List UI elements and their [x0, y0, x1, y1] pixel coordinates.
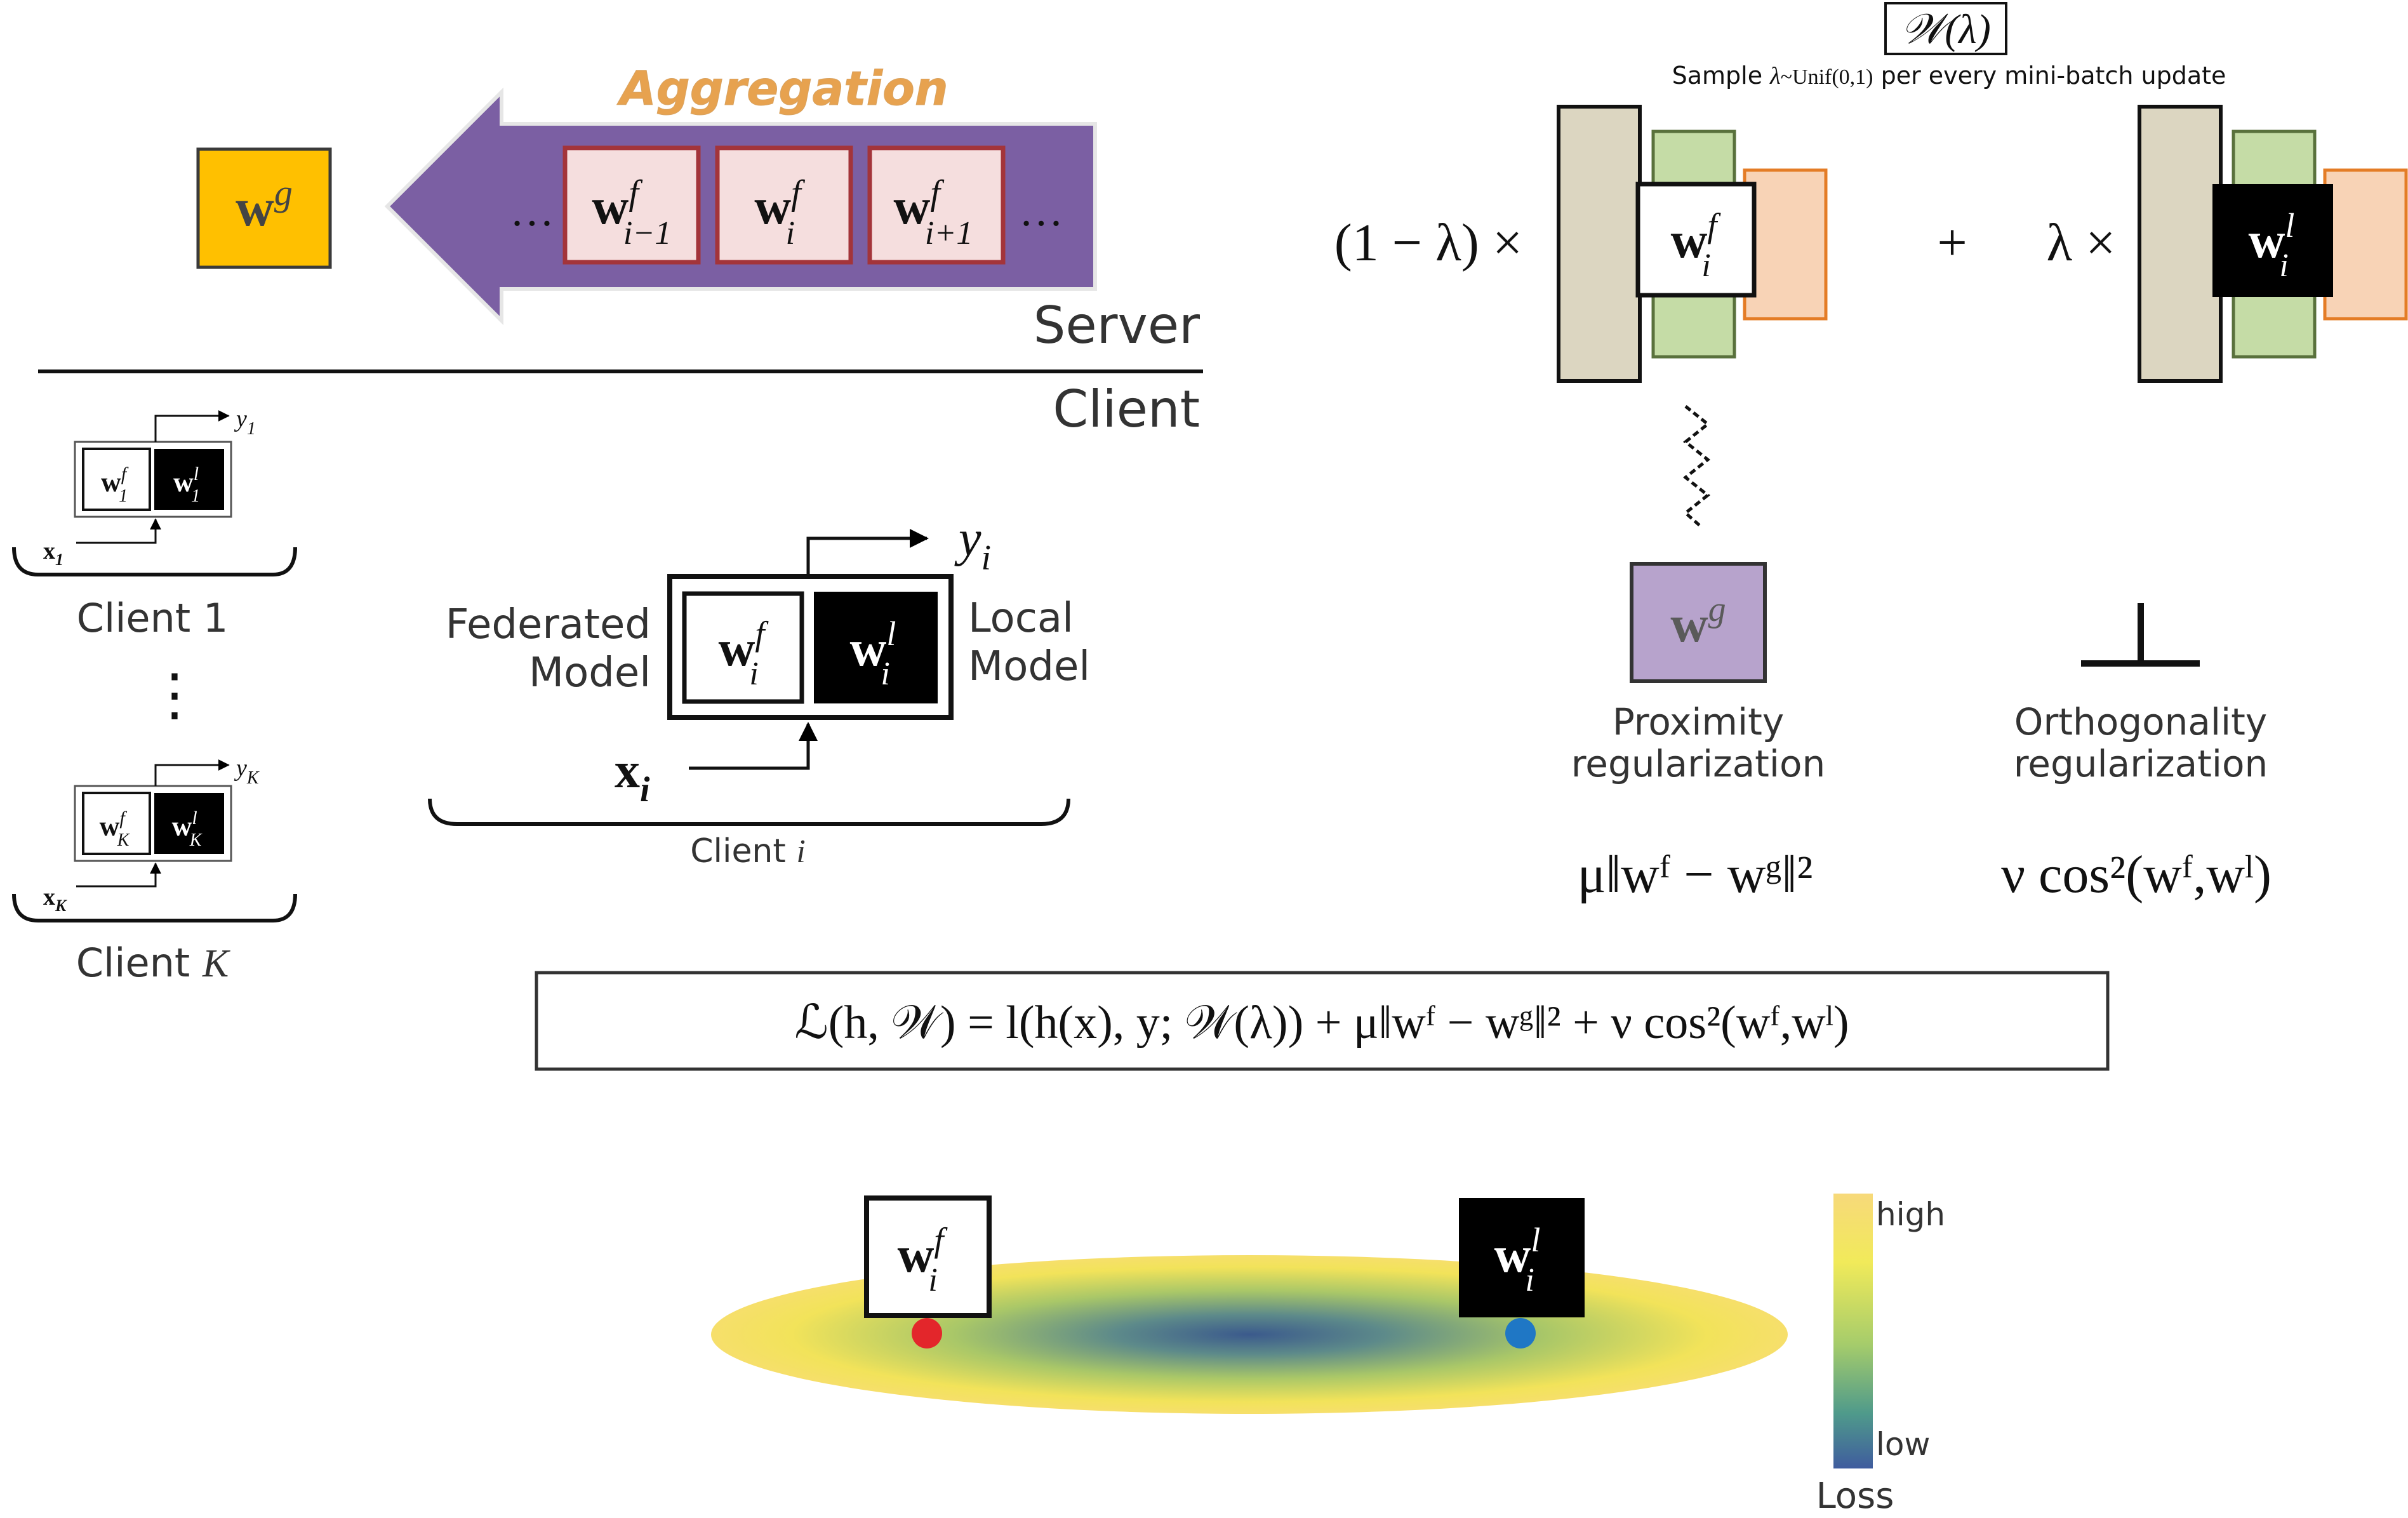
aggregation-label: Aggregation	[616, 62, 948, 116]
svg-text:wli: wli	[1494, 1221, 1541, 1298]
svg-text:yi: yi	[954, 511, 991, 578]
svg-text:wg: wg	[1670, 590, 1726, 653]
global-weight-label: wg	[236, 172, 293, 237]
local-endpoint	[1505, 1318, 1536, 1348]
stream-ellipsis-right: …	[1019, 187, 1063, 236]
proximity-zigzag	[1682, 405, 1711, 528]
left-coefficient: (1 − λ) ×	[1334, 213, 1522, 272]
loss-formula: ℒ(h, 𝒲) = l(h(x), y; 𝒲(λ)) + μ‖wᶠ − wᵍ‖²…	[794, 997, 1849, 1049]
proximity-formula: μ‖wᶠ − wᵍ‖²	[1578, 845, 1813, 904]
server-label: Server	[1034, 296, 1200, 355]
global-weight-box	[196, 147, 332, 269]
colorbar-title: Loss	[1816, 1475, 1894, 1517]
landscape-loc-box	[1459, 1198, 1585, 1317]
svg-text:xi: xi	[615, 743, 650, 809]
client-label: Client	[1053, 380, 1200, 439]
mixing-title-box	[1884, 2, 2007, 55]
svg-text:wlK: wlK	[172, 808, 203, 850]
svg-text:x1: x1	[43, 538, 63, 569]
client-vdots: ⋮	[146, 664, 203, 727]
loss-colorbar	[1833, 1194, 1873, 1468]
mixing-section: 𝒲(λ) Sample λ~Unif(0,1) per every mini-b…	[1334, 2, 2408, 528]
svg-text:yK: yK	[234, 755, 260, 788]
mixing-title: 𝒲(λ)	[1901, 6, 1991, 53]
svg-text:wfi: wfi	[754, 173, 806, 251]
loss-formula-box	[535, 971, 2110, 1071]
svg-text:wfi: wfi	[1671, 206, 1722, 284]
svg-text:xK: xK	[43, 884, 67, 915]
federated-endpoint	[912, 1318, 942, 1348]
svg-text:wli: wli	[850, 615, 896, 692]
client-i-name: Client i	[690, 832, 806, 870]
client-1-name: Client 1	[77, 595, 229, 641]
stream-ellipsis-left: …	[510, 187, 554, 236]
client-k-name: Client K	[76, 940, 231, 986]
sample-caption: Sample λ~Unif(0,1) per every mini-batch …	[1672, 62, 2226, 90]
right-coefficient: λ ×	[2046, 213, 2115, 272]
proximity-global-box	[1630, 562, 1767, 683]
svg-text:wli: wli	[2249, 206, 2295, 284]
colorbar-low-label: low	[1876, 1426, 1930, 1463]
svg-text:wl1: wl1	[173, 463, 200, 506]
svg-text:wfi+1: wfi+1	[894, 173, 973, 251]
orthogonality-icon	[2081, 603, 2200, 667]
colorbar-high-label: high	[1876, 1196, 1945, 1233]
orthogonality-formula: ν cos²(wᶠ,wˡ)	[2001, 845, 2272, 904]
plus-sign: +	[1937, 213, 1967, 272]
svg-text:wfK: wfK	[100, 808, 130, 850]
svg-text:y1: y1	[234, 406, 256, 439]
landscape-fed-box	[864, 1195, 992, 1318]
